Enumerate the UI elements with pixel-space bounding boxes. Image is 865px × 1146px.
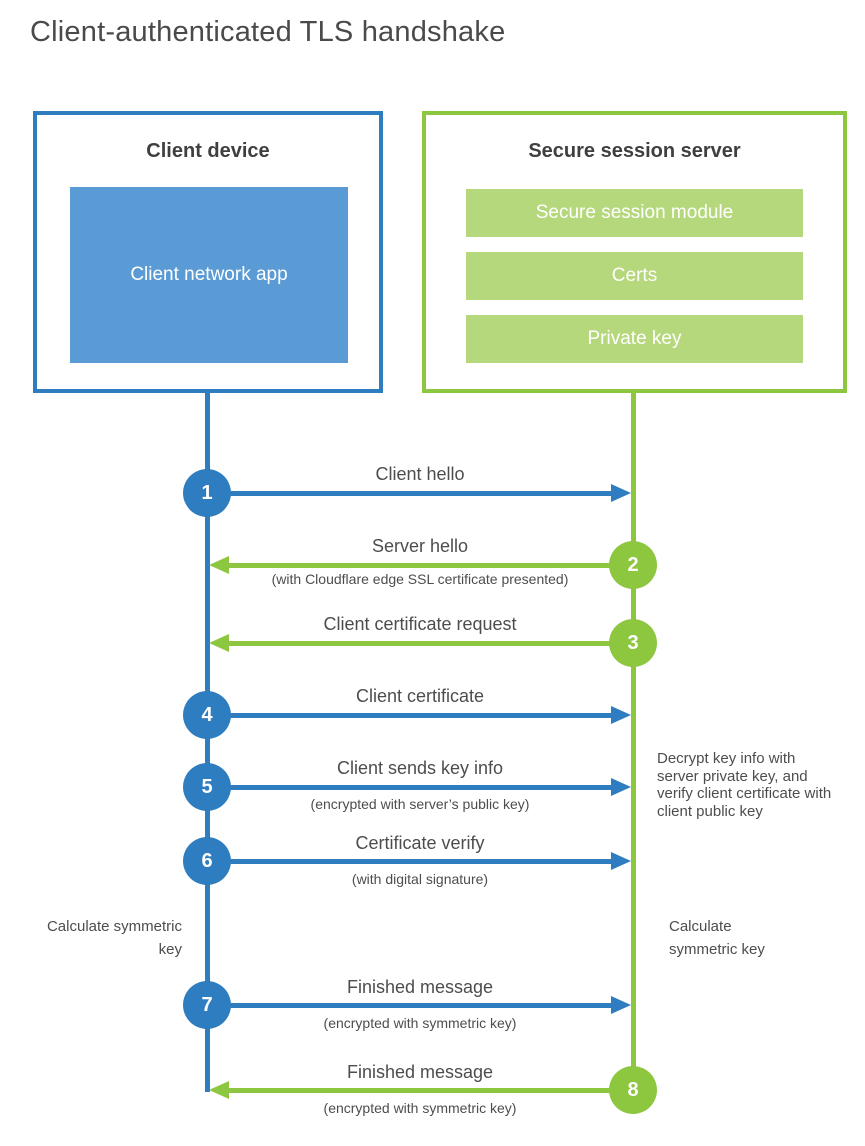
step-4-label: Client certificate (355, 686, 485, 706)
step-4-arrow-line (207, 713, 613, 718)
step-6-arrow-line (207, 859, 613, 864)
step-4-arrow-right-icon (611, 706, 631, 724)
step-5-sublabel: (encrypted with server’s public key) (310, 796, 530, 812)
step-2-label: Server hello (371, 536, 469, 556)
secure-session-server-box: Secure session server Secure session mod… (422, 111, 847, 393)
step-6-circle: 6 (183, 837, 231, 885)
step-5-label: Client sends key info (336, 758, 504, 778)
server-module-bar: Secure session module (466, 189, 803, 237)
step-6-arrow-right-icon (611, 852, 631, 870)
secure-session-server-title: Secure session server (528, 140, 741, 162)
step-5-arrow-right-icon (611, 778, 631, 796)
step-8-label: Finished message (346, 1062, 494, 1082)
step-3-arrow-left-icon (209, 634, 229, 652)
step-5-circle: 5 (183, 763, 231, 811)
step-7-label: Finished message (346, 977, 494, 997)
step-8-arrow-line (229, 1088, 633, 1093)
step-8-sublabel: (encrypted with symmetric key) (323, 1100, 517, 1116)
step-3-label: Client certificate request (323, 614, 517, 634)
server-module-bar: Private key (466, 315, 803, 363)
client-network-app-box: Client network app (70, 187, 348, 363)
step-4-circle: 4 (183, 691, 231, 739)
client-device-title: Client device (146, 140, 270, 162)
step-7-arrow-line (207, 1003, 613, 1008)
step-2-arrow-left-icon (209, 556, 229, 574)
client-calculate-note: Calculate symmetric key (46, 918, 182, 958)
server-calculate-note: Calculate symmetric key (669, 918, 765, 958)
step-3-arrow-line (229, 641, 633, 646)
page-title: Client-authenticated TLS handshake (30, 16, 506, 48)
step-7-arrow-right-icon (611, 996, 631, 1014)
step-1-arrow-line (207, 491, 613, 496)
server-decrypt-note: Decrypt key info with server private key… (657, 750, 832, 821)
step-2-arrow-line (229, 563, 633, 568)
step-2-sublabel: (with Cloudflare edge SSL certificate pr… (271, 571, 569, 587)
client-lifeline (205, 391, 210, 1092)
client-network-app-label: Client network app (130, 263, 288, 285)
step-6-label: Certificate verify (355, 833, 485, 853)
step-2-circle: 2 (609, 541, 657, 589)
step-1-circle: 1 (183, 469, 231, 517)
step-1-label: Client hello (375, 464, 465, 484)
step-8-arrow-left-icon (209, 1081, 229, 1099)
step-6-sublabel: (with digital signature) (351, 871, 489, 887)
server-lifeline (631, 391, 636, 1093)
step-3-circle: 3 (609, 619, 657, 667)
step-7-circle: 7 (183, 981, 231, 1029)
step-7-sublabel: (encrypted with symmetric key) (323, 1015, 517, 1031)
step-8-circle: 8 (609, 1066, 657, 1114)
step-1-arrow-right-icon (611, 484, 631, 502)
step-5-arrow-line (207, 785, 613, 790)
client-device-box: Client device Client network app (33, 111, 383, 393)
server-module-bar: Certs (466, 252, 803, 300)
